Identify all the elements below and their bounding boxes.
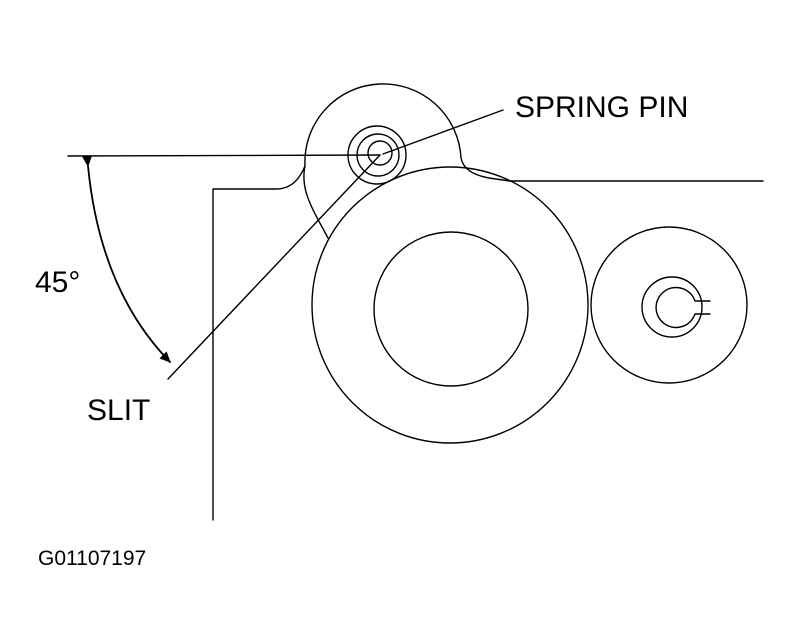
angle-label: 45° [35, 266, 80, 299]
spring-pin-leader [382, 109, 504, 155]
housing-outline [212, 83, 764, 521]
slit-line [167, 154, 381, 380]
angle-arc [82, 155, 171, 363]
small-gear-keyway [655, 286, 711, 329]
spring-pin-label: SPRING PIN [515, 91, 688, 124]
spring-pin [367, 140, 393, 166]
small-gear-hub-ring [641, 276, 703, 338]
reference-line [67, 154, 381, 157]
large-gear-outer [311, 166, 589, 444]
small-gear-outer [590, 226, 748, 384]
slit-label: SLIT [87, 394, 150, 427]
figure-code: G01107197 [38, 547, 146, 570]
large-gear-bore [373, 231, 529, 387]
housing-lobe [303, 165, 329, 239]
